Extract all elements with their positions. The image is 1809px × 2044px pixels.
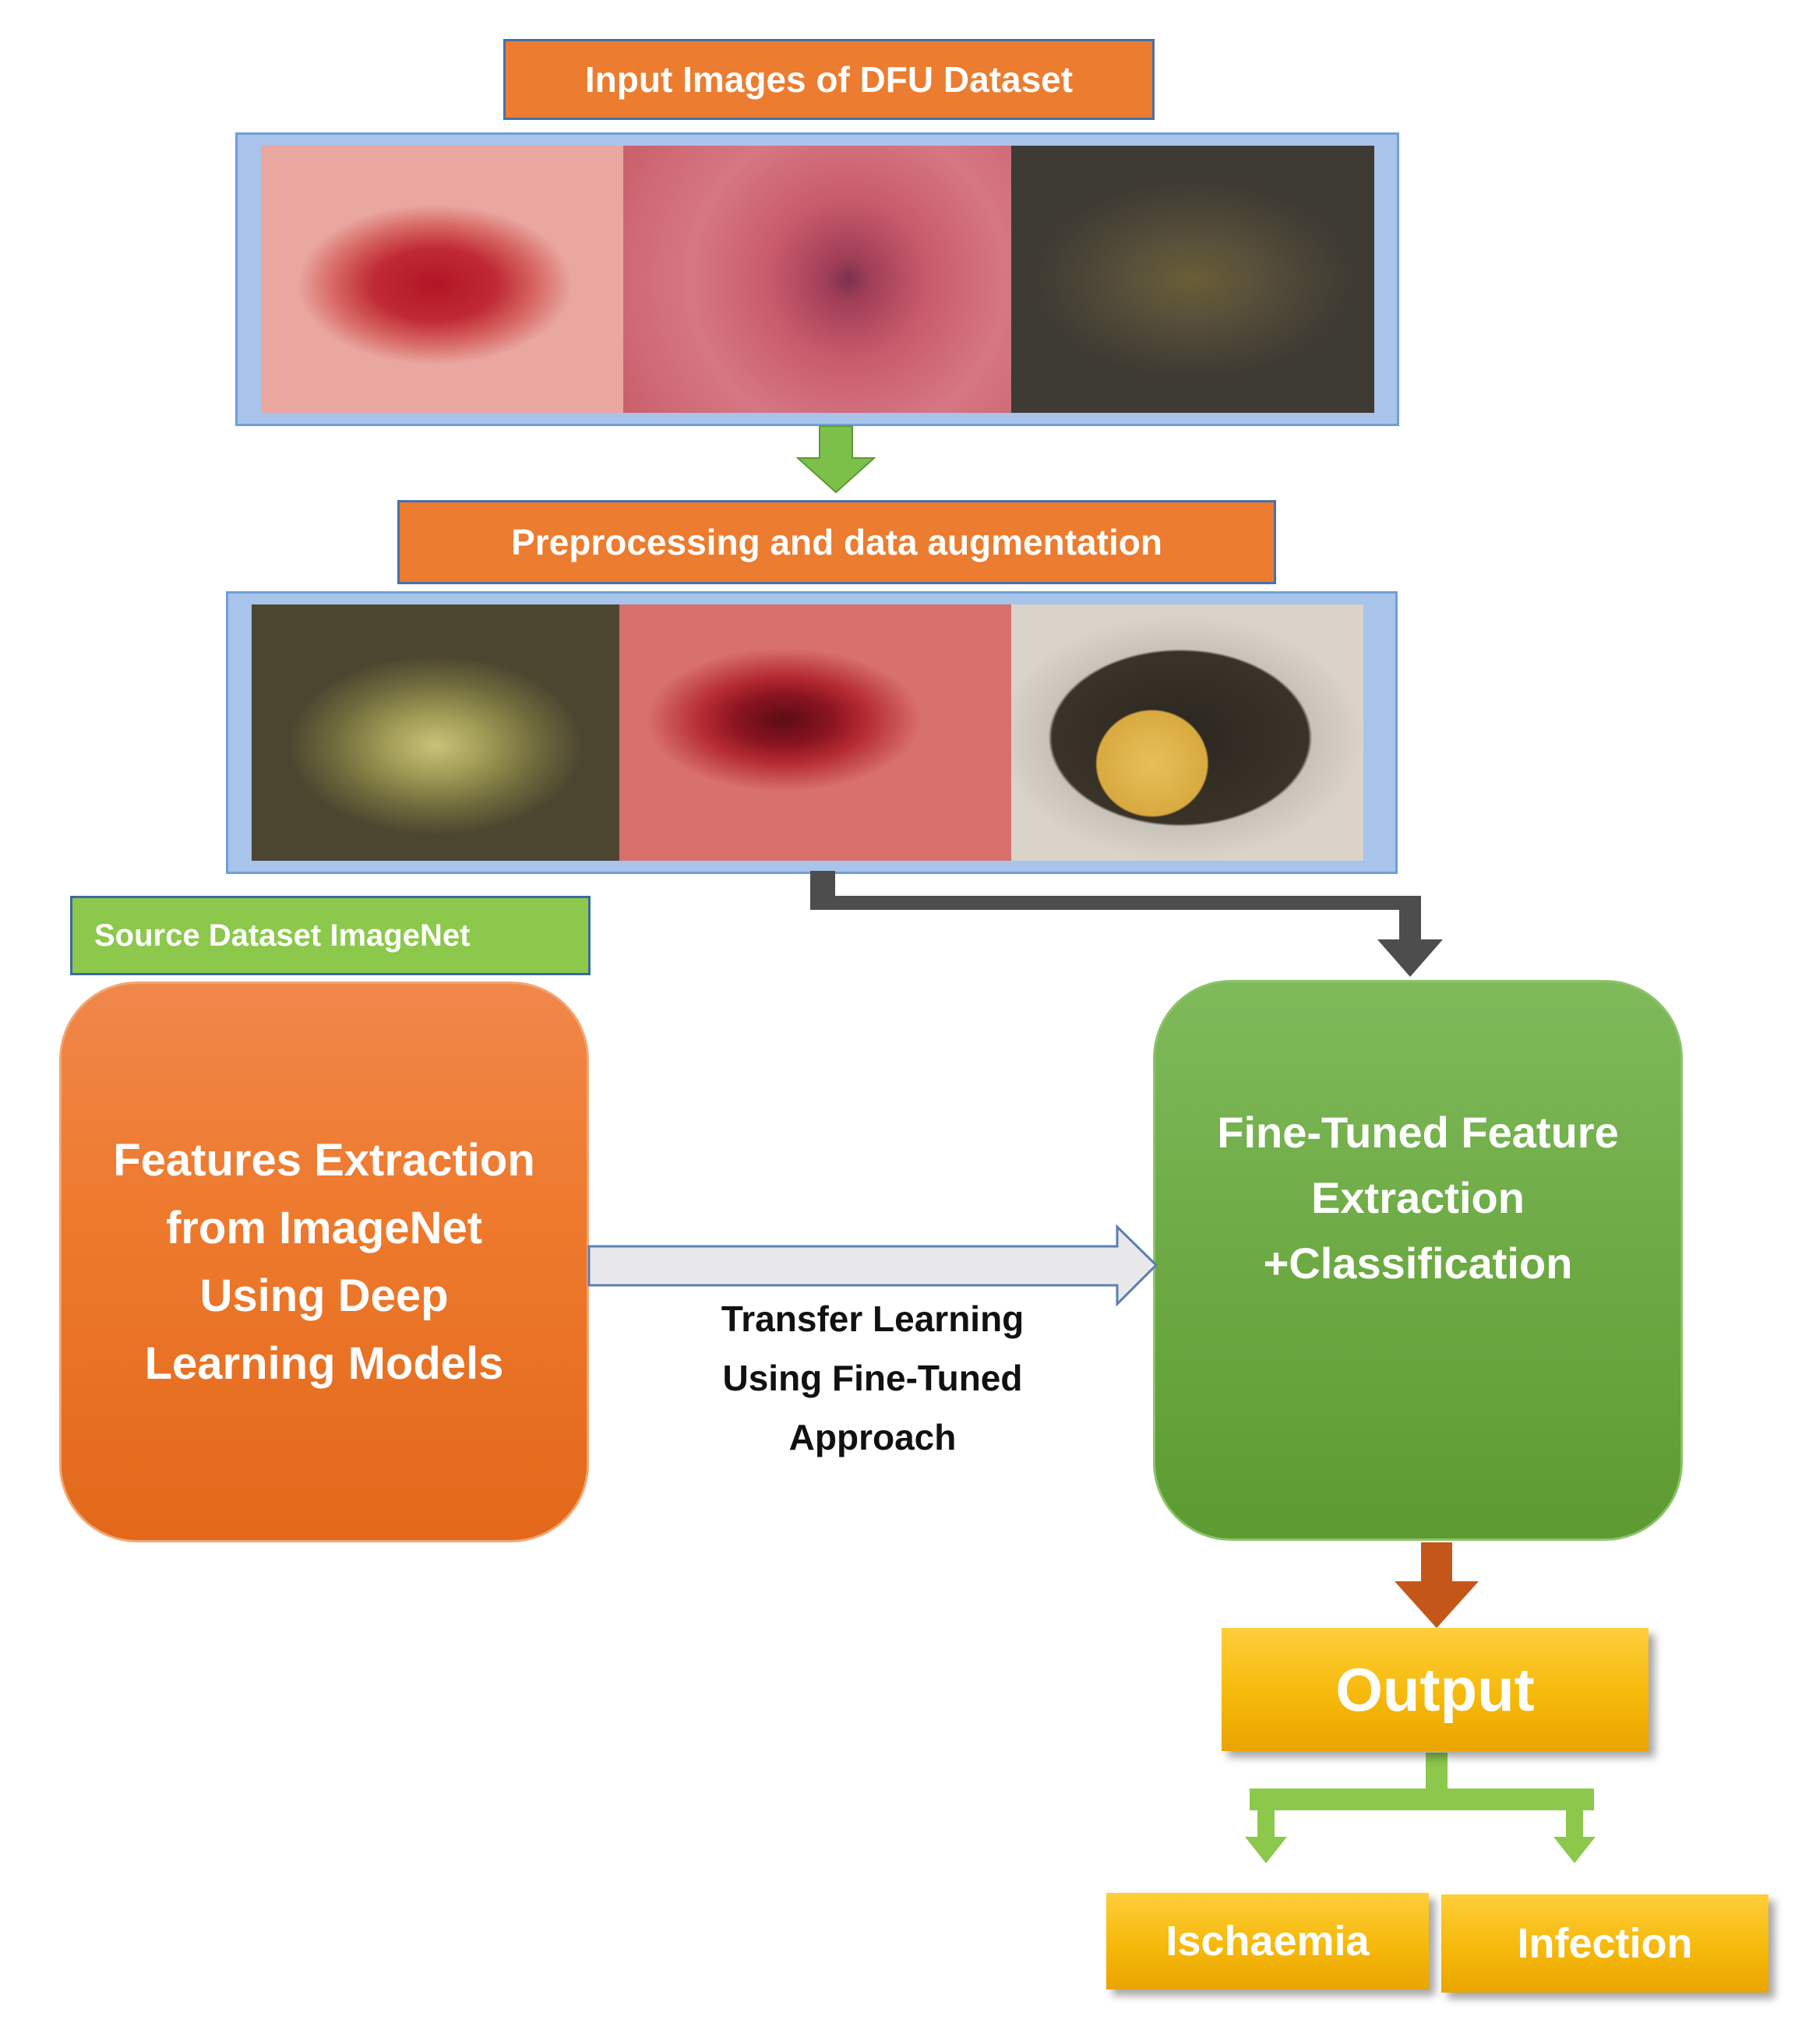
preprocessed-wound-image-3 (1011, 604, 1363, 861)
transfer-learning-caption: Transfer Learning Using Fine-Tuned Appro… (639, 1290, 1106, 1477)
input-wound-image-1 (261, 146, 623, 413)
preprocessed-images-strip (226, 591, 1398, 874)
transfer-line-1: Transfer Learning (721, 1299, 1024, 1339)
input-wound-image-3 (1011, 146, 1374, 413)
transfer-line-2: Using Fine-Tuned (722, 1357, 1023, 1398)
fine-tuned-line-1: Fine-Tuned Feature (1217, 1108, 1619, 1157)
source-dataset-label: Source Dataset ImageNet (70, 896, 591, 975)
elbow-arrow-preprocess-to-finetune (810, 871, 1443, 977)
output-branch-connector (1245, 1753, 1596, 1863)
feature-extraction-line-2: from ImageNet (165, 1203, 483, 1253)
input-images-strip (235, 132, 1399, 426)
transfer-learning-arrow (587, 1224, 1158, 1307)
input-images-title: Input Images of DFU Dataset (503, 39, 1155, 120)
input-wound-image-2 (623, 146, 1011, 413)
feature-extraction-line-1: Features Extraction (113, 1135, 535, 1186)
down-arrow-to-output (1395, 1542, 1479, 1628)
output-box: Output (1222, 1628, 1649, 1751)
feature-extraction-line-3: Using Deep (199, 1270, 449, 1321)
transfer-line-3: Approach (788, 1416, 957, 1457)
class-ischaemia-box: Ischaemia (1106, 1893, 1429, 1989)
fine-tuned-line-2: Extraction (1311, 1173, 1525, 1222)
class-infection-box: Infection (1441, 1894, 1768, 1993)
preprocessed-wound-image-2 (619, 604, 1011, 861)
feature-extraction-box: Features Extraction from ImageNet Using … (59, 981, 589, 1542)
fine-tuned-classification-box: Fine-Tuned Feature Extraction +Classific… (1153, 980, 1683, 1541)
preprocessing-title: Preprocessing and data augmentation (397, 500, 1276, 584)
preprocessed-wound-image-1 (252, 604, 619, 861)
fine-tuned-line-3: +Classification (1263, 1239, 1573, 1288)
down-arrow-input-to-preprocess (795, 425, 876, 494)
feature-extraction-line-4: Learning Models (144, 1338, 504, 1389)
